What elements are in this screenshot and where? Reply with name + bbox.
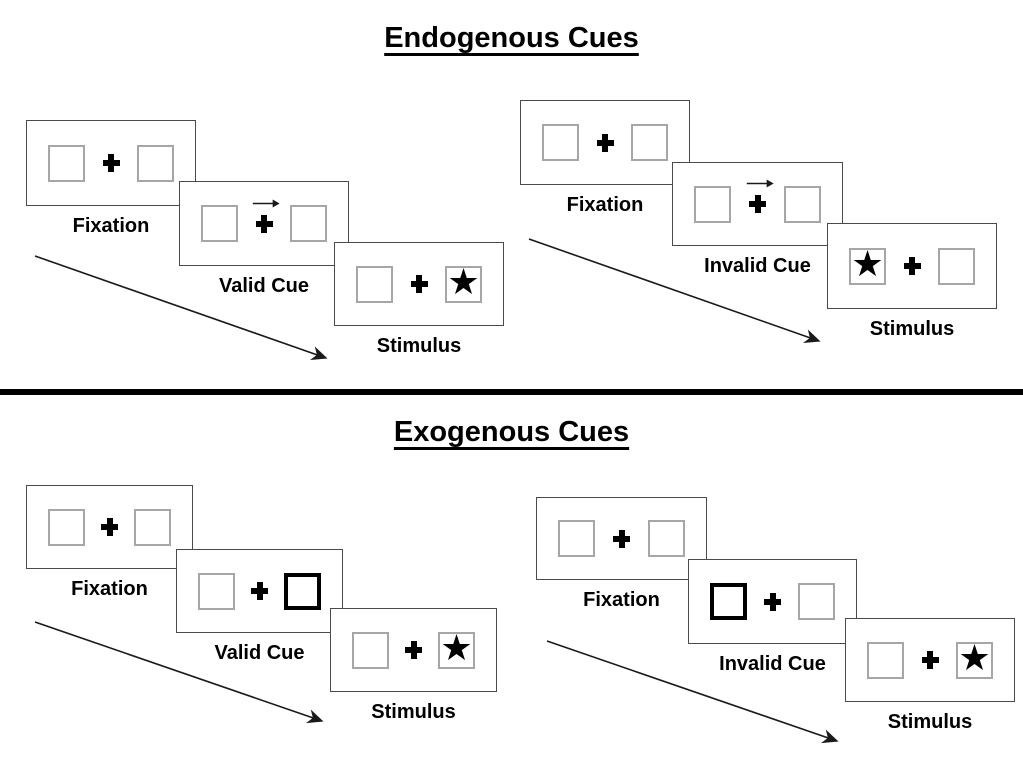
left-placeholder-square	[356, 265, 393, 303]
right-target-square: ★	[956, 637, 993, 679]
panel-label: Stimulus	[376, 335, 462, 357]
invalid-cue-panel	[688, 559, 857, 644]
plus-icon	[411, 275, 428, 293]
left-placeholder-square	[201, 205, 238, 242]
stimulus-panel: ★	[334, 242, 504, 326]
sequence-arrow-exogenous-invalid	[546, 640, 839, 744]
endogenous-invalid-stimulus-frame: ★ Stimulus	[827, 223, 997, 340]
stimulus-panel: ★	[330, 608, 497, 692]
section-divider	[0, 389, 1023, 395]
plus-icon	[597, 134, 614, 152]
right-target-square: ★	[445, 261, 482, 303]
exogenous-valid-fixation-frame: Fixation	[26, 485, 193, 600]
exogenous-invalid-cue-frame: Invalid Cue	[688, 559, 857, 675]
left-placeholder-square	[542, 124, 579, 161]
left-placeholder-square	[48, 144, 85, 182]
cue-right-arrow-icon	[746, 179, 774, 188]
left-placeholder-square	[867, 641, 904, 679]
plus-icon	[764, 593, 781, 611]
right-placeholder-square	[784, 185, 821, 223]
right-placeholder-square	[290, 205, 327, 242]
panel-label: Fixation	[72, 215, 150, 237]
left-placeholder-square	[694, 185, 731, 223]
panel-label: Fixation	[566, 194, 644, 216]
exogenous-invalid-fixation-frame: Fixation	[536, 497, 707, 611]
right-highlighted-cue-square	[284, 572, 321, 610]
fixation-cross	[764, 593, 781, 611]
endogenous-invalid-fixation-frame: Fixation	[520, 100, 690, 216]
left-highlighted-cue-square	[710, 583, 747, 620]
cue-right-arrow-icon	[252, 199, 280, 207]
exogenous-section-title: Exogenous Cues	[393, 416, 630, 448]
endogenous-section-title: Endogenous Cues	[384, 22, 639, 54]
plus-icon	[103, 154, 120, 172]
fixation-cross	[103, 154, 120, 172]
star-target-icon: ★	[447, 261, 480, 302]
plus-icon	[101, 518, 118, 536]
valid-cue-panel	[176, 549, 343, 633]
sequence-arrow-endogenous-valid	[34, 255, 328, 361]
panel-label: Stimulus	[869, 318, 955, 340]
fixation-cross	[746, 179, 774, 213]
fixation-cross	[411, 275, 428, 293]
left-placeholder-square	[352, 631, 389, 669]
fixation-panel	[520, 100, 690, 185]
left-placeholder-square	[558, 520, 595, 557]
plus-icon	[256, 215, 273, 233]
left-placeholder-square	[198, 572, 235, 610]
plus-icon	[904, 257, 921, 275]
star-target-icon: ★	[440, 627, 473, 668]
panel-label: Invalid Cue	[704, 255, 811, 277]
fixation-cross	[251, 582, 268, 600]
stimulus-panel: ★	[845, 618, 1015, 702]
panel-label: Fixation	[583, 589, 660, 611]
fixation-cross	[922, 651, 939, 669]
fixation-panel	[536, 497, 707, 580]
plus-icon	[749, 195, 766, 213]
panel-label: Stimulus	[887, 711, 973, 733]
endogenous-valid-cue-frame: Valid Cue	[179, 181, 349, 297]
fixation-cross	[613, 530, 630, 548]
panel-label: Invalid Cue	[719, 653, 826, 675]
fixation-cross	[101, 518, 118, 536]
exogenous-valid-cue-frame: Valid Cue	[176, 549, 343, 664]
fixation-panel	[26, 485, 193, 569]
right-placeholder-square	[631, 124, 668, 161]
fixation-cross	[405, 641, 422, 659]
endogenous-valid-fixation-frame: Fixation	[26, 120, 196, 237]
fixation-cross	[252, 199, 280, 233]
right-placeholder-square	[938, 247, 975, 285]
right-target-square: ★	[438, 627, 475, 669]
panel-label: Valid Cue	[218, 275, 310, 297]
right-placeholder-square	[134, 508, 171, 546]
sequence-arrow-exogenous-valid	[34, 621, 324, 724]
plus-icon	[405, 641, 422, 659]
left-target-square: ★	[849, 243, 886, 285]
right-placeholder-square	[648, 520, 685, 557]
sequence-arrow-endogenous-invalid	[528, 238, 821, 344]
exogenous-invalid-stimulus-frame: ★ Stimulus	[845, 618, 1015, 733]
valid-cue-panel	[179, 181, 349, 266]
panel-label: Stimulus	[371, 701, 456, 723]
stimulus-panel: ★	[827, 223, 997, 309]
endogenous-valid-stimulus-frame: ★ Stimulus	[334, 242, 504, 357]
plus-icon	[922, 651, 939, 669]
fixation-cross	[597, 134, 614, 152]
plus-icon	[251, 582, 268, 600]
panel-label: Fixation	[71, 578, 148, 600]
invalid-cue-panel	[672, 162, 843, 246]
star-target-icon: ★	[851, 243, 884, 284]
right-placeholder-square	[137, 144, 174, 182]
right-placeholder-square	[798, 583, 835, 620]
plus-icon	[613, 530, 630, 548]
endogenous-invalid-cue-frame: Invalid Cue	[672, 162, 843, 277]
fixation-cross	[904, 257, 921, 275]
exogenous-valid-stimulus-frame: ★ Stimulus	[330, 608, 497, 723]
star-target-icon: ★	[958, 637, 991, 678]
fixation-panel	[26, 120, 196, 206]
panel-label: Valid Cue	[214, 642, 305, 664]
left-placeholder-square	[48, 508, 85, 546]
